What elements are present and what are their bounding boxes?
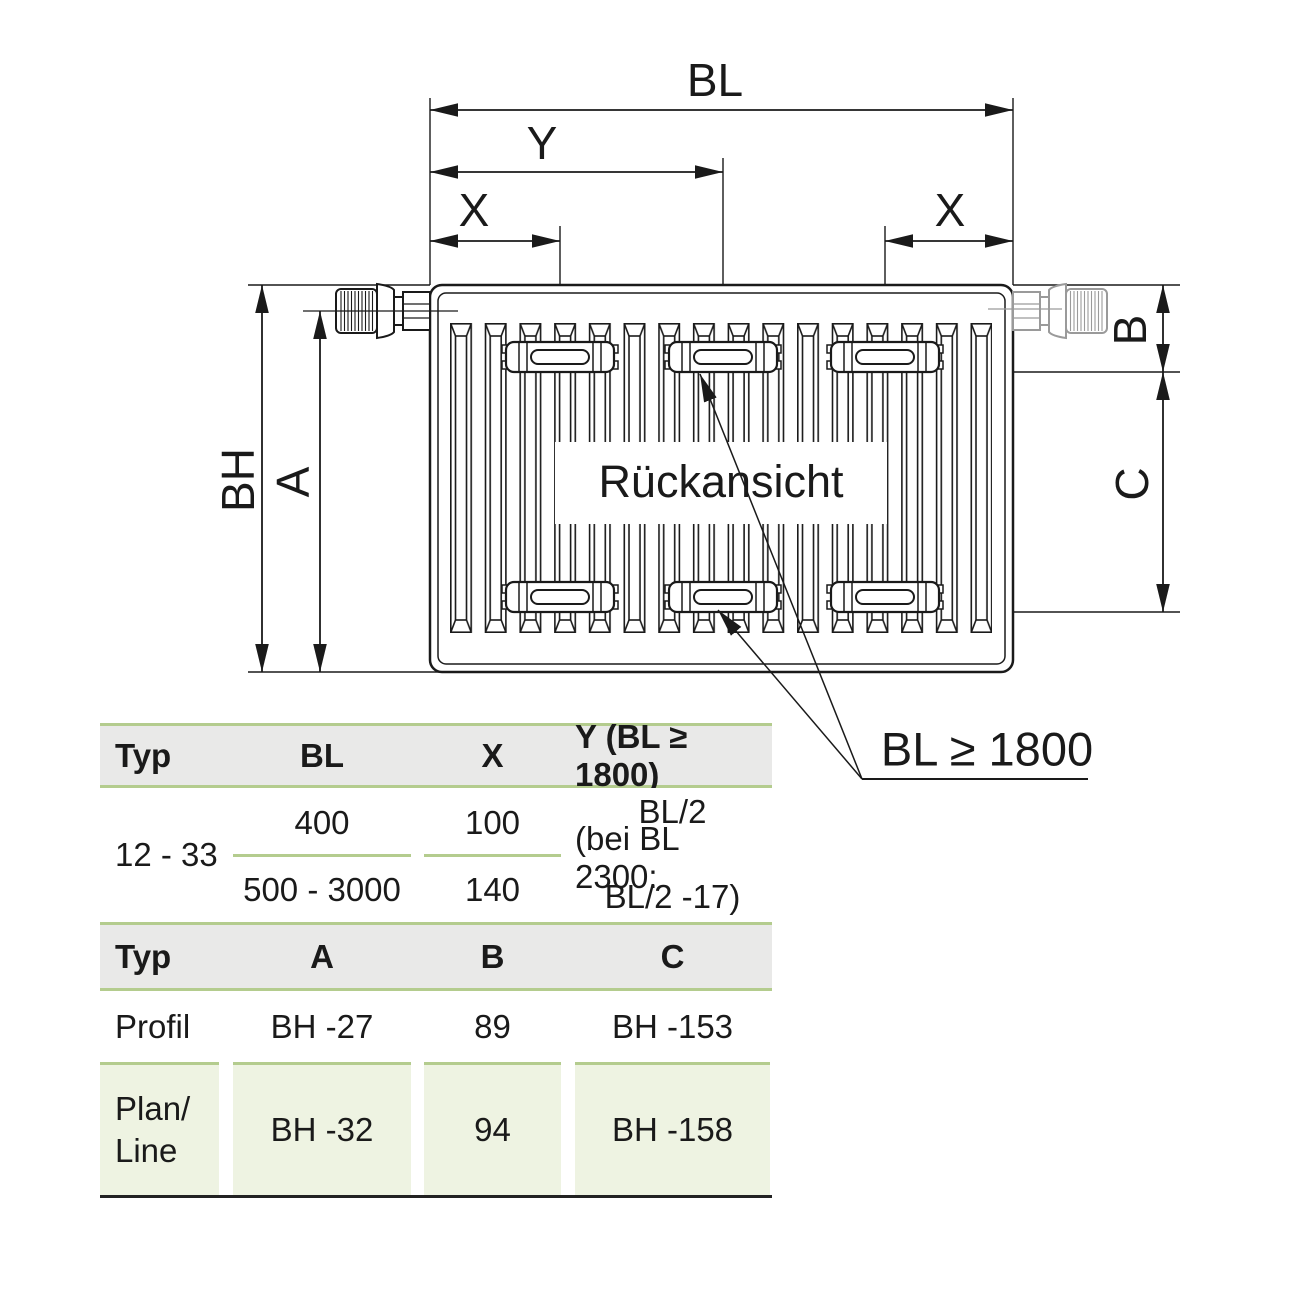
table2-header-a: A [310,937,334,975]
table1-x-divider [424,854,561,857]
table1-header-bl: BL [300,736,344,774]
table1-x-small: 100 [464,804,521,841]
plan-line-typ-line1: Plan/ [115,1090,191,1127]
dim-label-b: B [1104,315,1156,346]
table1-header-row: Typ BL X Y (BL ≥ 1800) [100,717,772,793]
plan-line-typ-line2: Line [115,1132,178,1169]
view-label-box [555,442,887,524]
dim-label-bl: BL [687,54,743,106]
table2-header-row: Typ A B C [100,922,772,991]
plan-line-b: 94 [424,1062,561,1195]
dim-label-a: A [267,466,319,497]
table1-header-y: Y (BL ≥ 1800) [575,717,688,793]
plan-line-a: BH -32 [233,1062,411,1195]
table1-y-line3: BL/2 -17) [604,878,741,915]
table1-bl-divider [233,854,411,857]
profil-b: 89 [474,1007,511,1045]
dim-label-x-left: X [459,184,490,236]
table1-body-row: 12 - 33 400 500 - 3000 100 140 BL/2 (bei… [100,788,772,922]
table2-header-typ: Typ [115,937,172,975]
dim-label-y: Y [527,117,558,169]
plan-line-typ-cell: Plan/ Line [100,1062,219,1195]
profil-typ: Profil [115,1007,191,1045]
dimension-lines [255,103,1170,672]
profil-c: BH -153 [611,1007,734,1045]
bracket-bottom-middle [663,580,783,614]
table2-header-c: C [660,937,685,975]
bracket-bottom-right [825,580,945,614]
table1-typ-value: 12 - 33 [115,836,218,873]
table1-x-large: 140 [464,871,521,908]
dim-label-x-right: X [935,184,966,236]
dimension-tables: Typ BL X Y (BL ≥ 1800) 12 - 33 400 500 -… [100,717,772,1201]
plan-line-c: BH -158 [575,1062,770,1195]
bracket-bottom-left [500,580,620,614]
table-bottom-rule [100,1195,772,1198]
table1-header-x: X [481,736,504,774]
table1-bl-small: 400 [294,804,350,841]
table1-y-line1: BL/2 [638,793,707,830]
technical-drawing: BL Y X X BH A B C Rückansicht BL ≥ 1800 [212,54,1180,780]
bracket-top-middle [663,340,783,374]
table1-bl-large: 500 - 3000 [243,871,401,908]
dim-label-c: C [1106,467,1158,500]
thermostat-valve-right-icon [1012,283,1108,339]
table1-header-typ: Typ [115,736,172,774]
bracket-top-right [825,340,945,374]
dim-label-bh: BH [212,448,264,512]
table2-row-profil: Profil BH -27 89 BH -153 [100,991,772,1062]
bracket-top-left [500,340,620,374]
table2-header-b: B [480,937,505,975]
view-label: Rückansicht [598,456,844,507]
table2-row-plan-line: Plan/ Line BH -32 94 BH -158 [100,1062,772,1195]
table1-y-line2: (bei BL 2300: [575,820,679,895]
callout-leaders [699,373,1088,780]
callout-label: BL ≥ 1800 [881,722,1093,775]
profil-a: BH -27 [270,1007,374,1045]
